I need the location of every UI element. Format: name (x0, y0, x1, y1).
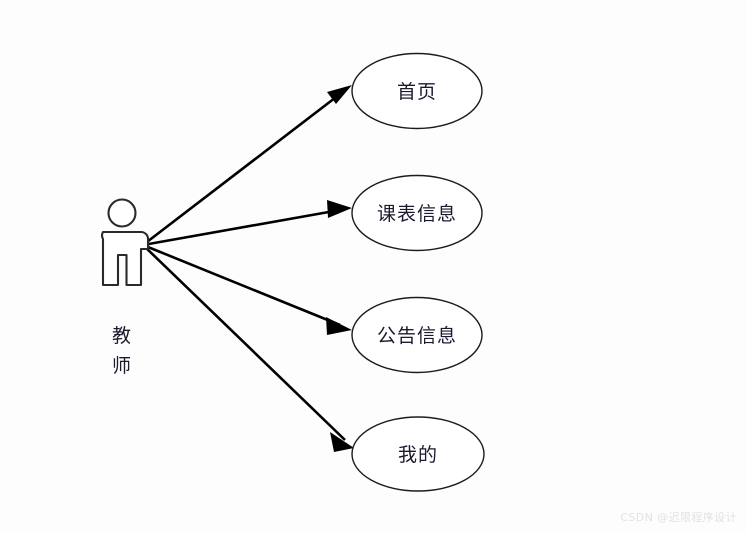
use-case-home-label: 首页 (397, 81, 437, 103)
use-case-announcement-label: 公告信息 (377, 325, 457, 347)
use-case-schedule[interactable]: 课表信息 (351, 174, 483, 252)
watermark-label: CSDN @迟限程序设计 (620, 510, 737, 524)
use-case-home-ellipse (351, 52, 483, 130)
actor-teacher[interactable]: 教 师 (101, 198, 150, 378)
association-mine-arrowhead (330, 432, 354, 452)
use-case-schedule-ellipse (351, 174, 483, 252)
association-home[interactable] (142, 85, 352, 247)
actor-label-line-2: 师 (112, 355, 132, 377)
use-case-home[interactable]: 首页 (351, 52, 483, 130)
associations-group (142, 85, 354, 452)
use-cases-group: 首页 课表信息 公告信息 我的 (351, 52, 485, 492)
association-announcement-line (142, 243, 341, 327)
association-home-line (142, 89, 345, 247)
association-schedule-line (142, 208, 341, 247)
actor-head-icon (107, 198, 137, 228)
use-case-schedule-label: 课表信息 (377, 203, 457, 225)
association-home-arrowhead (327, 85, 352, 104)
association-schedule[interactable] (142, 200, 352, 247)
association-announcement[interactable] (142, 243, 352, 335)
use-case-announcement-ellipse (351, 296, 483, 374)
use-case-mine-label: 我的 (398, 444, 438, 466)
actor-label-line-1: 教 (112, 325, 132, 347)
actor-body-icon (101, 230, 150, 287)
use-case-mine-ellipse (351, 416, 485, 492)
association-mine-line (142, 244, 346, 441)
association-announcement-arrowhead (326, 317, 352, 335)
association-mine[interactable] (142, 244, 354, 452)
use-case-announcement[interactable]: 公告信息 (351, 296, 483, 374)
use-case-mine[interactable]: 我的 (351, 416, 485, 492)
association-schedule-arrowhead (327, 200, 352, 218)
